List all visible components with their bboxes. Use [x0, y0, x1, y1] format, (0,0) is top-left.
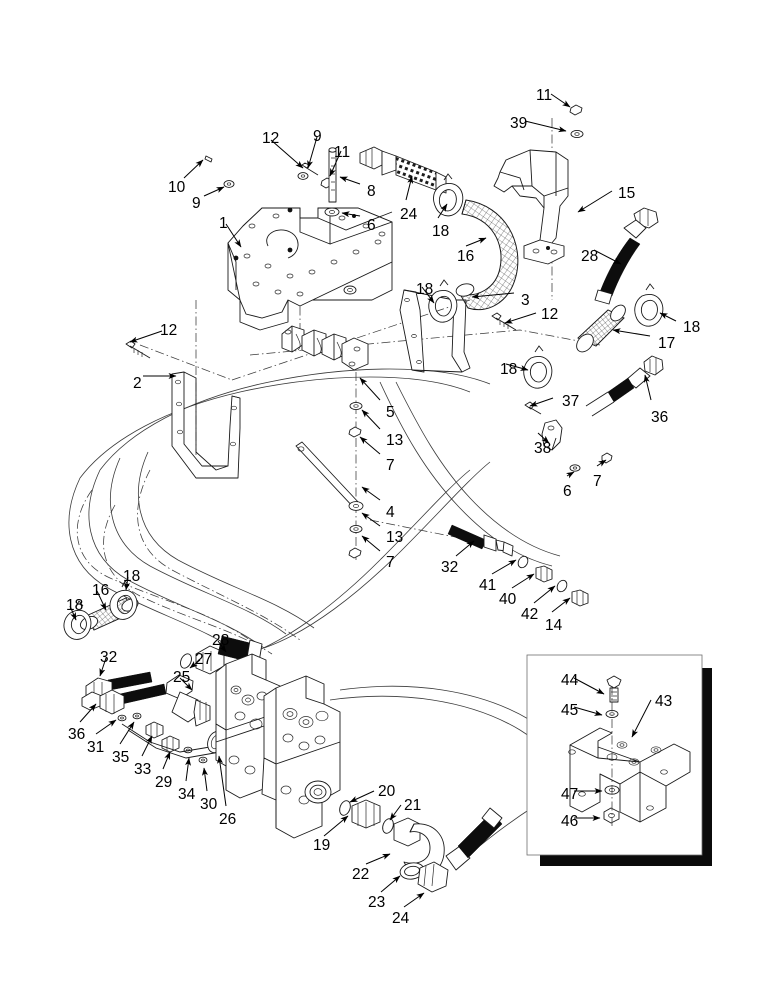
- callout-13: 13: [386, 432, 404, 449]
- callout-36: 36: [68, 726, 86, 743]
- hose-clamp-18-c: [634, 283, 664, 327]
- callout-16: 16: [457, 248, 475, 265]
- callout-23: 23: [368, 894, 386, 911]
- callout-24: 24: [400, 206, 418, 223]
- callout-19: 19: [313, 837, 331, 854]
- callout-28: 28: [581, 248, 599, 265]
- fasteners-upper-left: [204, 147, 340, 217]
- callout-18: 18: [432, 223, 450, 240]
- callout-43: 43: [655, 693, 673, 710]
- callout-7: 7: [386, 554, 395, 571]
- callout-9: 9: [313, 128, 322, 145]
- callout-3: 3: [521, 292, 530, 309]
- leader-lines: [69, 93, 677, 908]
- callout-6: 6: [563, 483, 572, 500]
- hose-clamp-18-b: [428, 279, 458, 323]
- callout-37: 37: [562, 393, 580, 410]
- callout-46: 46: [561, 813, 579, 830]
- hose-fitting-24-top: [359, 146, 447, 194]
- valve-manifold-block: [215, 653, 341, 839]
- callout-27: 27: [195, 651, 213, 668]
- callout-6: 6: [367, 217, 376, 234]
- callout-41: 41: [479, 577, 497, 594]
- callout-9: 9: [192, 195, 201, 212]
- callout-14: 14: [545, 617, 563, 634]
- callout-17: 17: [658, 335, 676, 352]
- callout-11: 11: [536, 87, 553, 104]
- callout-18: 18: [123, 568, 141, 585]
- callout-30: 30: [200, 796, 218, 813]
- fasteners-11-39: [569, 104, 584, 139]
- callout-11: 11: [334, 144, 351, 161]
- callout-24: 24: [392, 910, 410, 927]
- callout-38: 38: [534, 440, 552, 457]
- callout-1: 1: [219, 215, 228, 232]
- formed-support-bracket-15: [493, 149, 569, 265]
- hose-assembly-28: [594, 207, 659, 305]
- callout-18: 18: [683, 319, 701, 336]
- callout-5: 5: [386, 404, 395, 421]
- callout-28: 28: [212, 632, 230, 649]
- callout-20: 20: [378, 783, 396, 800]
- callout-8: 8: [367, 183, 376, 200]
- callout-29: 29: [155, 774, 173, 791]
- cap-screw-12-b: [491, 312, 517, 331]
- bottom-fitting-chain: [339, 799, 503, 893]
- callout-25: 25: [173, 669, 191, 686]
- hose-clamp-18-d: [523, 345, 553, 389]
- callout-4: 4: [386, 504, 395, 521]
- fitting-cluster-36-38: [524, 355, 664, 472]
- callout-15: 15: [618, 185, 636, 202]
- callout-7: 7: [386, 457, 395, 474]
- callout-16: 16: [92, 582, 110, 599]
- callout-31: 31: [87, 739, 105, 756]
- main-support-bracket-1: [227, 207, 471, 373]
- callout-33: 33: [134, 761, 152, 778]
- fitting-chain-32-14: [447, 524, 589, 607]
- callout-7: 7: [593, 473, 602, 490]
- inset-detail-box: [526, 654, 712, 866]
- callout-12: 12: [262, 130, 280, 147]
- callout-18: 18: [416, 281, 434, 298]
- callout-36: 36: [651, 409, 669, 426]
- u-mounting-bracket-2: [125, 340, 241, 479]
- callout-40: 40: [499, 591, 517, 608]
- callout-35: 35: [112, 749, 130, 766]
- callout-2: 2: [133, 375, 142, 392]
- hose-routing-centerlines: [76, 118, 601, 655]
- callout-18: 18: [66, 597, 84, 614]
- callout-47: 47: [561, 786, 579, 803]
- callout-32: 32: [100, 649, 118, 666]
- callout-39: 39: [510, 115, 528, 132]
- callout-26: 26: [219, 811, 237, 828]
- hose-sleeve-17: [576, 304, 626, 353]
- callout-12: 12: [160, 322, 178, 339]
- hose-clamp-block-5: [281, 325, 369, 559]
- curved-hose-16: [455, 199, 519, 311]
- callout-44: 44: [561, 672, 579, 689]
- callout-42: 42: [521, 606, 539, 623]
- callout-21: 21: [404, 797, 422, 814]
- callout-13: 13: [386, 529, 404, 546]
- callout-18: 18: [500, 361, 518, 378]
- callout-32: 32: [441, 559, 459, 576]
- callout-45: 45: [561, 702, 579, 719]
- callout-22: 22: [352, 866, 370, 883]
- callout-10: 10: [168, 179, 186, 196]
- elbow-25-hose-28: [165, 635, 263, 727]
- callout-34: 34: [178, 786, 196, 803]
- callout-12: 12: [541, 306, 559, 323]
